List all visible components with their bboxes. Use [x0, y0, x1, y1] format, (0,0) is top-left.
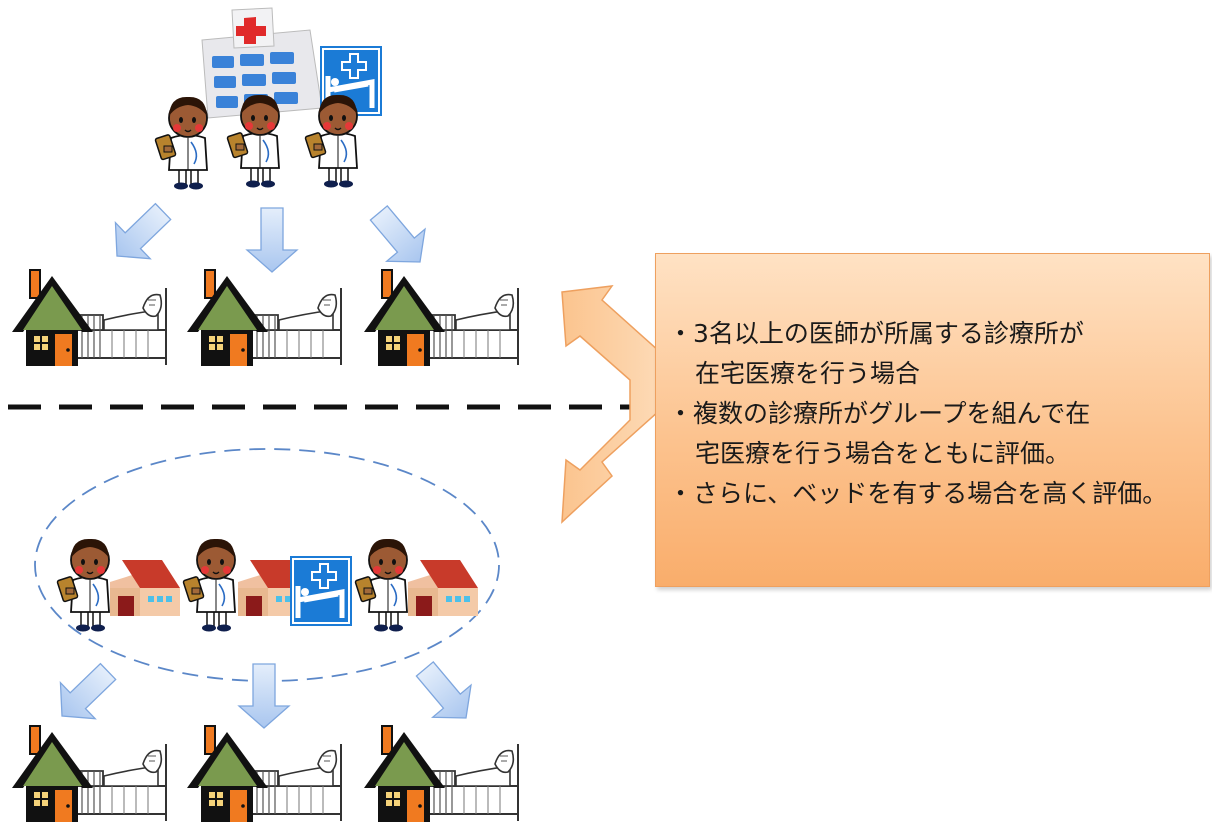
hospital-icon	[201, 7, 323, 119]
arrow-down	[246, 207, 298, 273]
callout-text: ・3名以上の医師が所属する診療所が 在宅医療を行う場合 ・複数の診療所がグループ…	[668, 314, 1208, 514]
doctor-icon	[182, 538, 236, 633]
house-with-bed-icon	[363, 269, 519, 367]
house-with-bed-icon	[363, 725, 519, 823]
bed-sign-icon	[290, 556, 352, 626]
arrow-down-left	[98, 192, 182, 275]
callout-line: 宅医療を行う場合をともに評価。	[695, 439, 1071, 468]
callout-line: 在宅医療を行う場合	[695, 359, 921, 388]
arrow-down-right	[405, 652, 486, 735]
doctor-icon	[56, 538, 110, 633]
house-with-bed-icon	[11, 269, 167, 367]
callout-line: ・複数の診療所がグループを組んで在	[668, 399, 1091, 428]
arrow-down-right	[359, 196, 440, 279]
double-arrow	[561, 285, 661, 524]
house-with-bed-icon	[186, 725, 342, 823]
clinic-icon	[110, 560, 180, 616]
callout-box	[655, 253, 1210, 587]
house-with-bed-icon	[186, 269, 342, 367]
house-with-bed-icon	[11, 725, 167, 823]
doctor-icon	[354, 538, 408, 633]
doctor-icon	[154, 96, 208, 191]
callout-line: ・さらに、ベッドを有する場合を高く評価。	[668, 479, 1168, 508]
arrow-down	[238, 663, 290, 729]
callout-line: ・3名以上の医師が所属する診療所が	[668, 319, 1084, 348]
arrow-down-left	[43, 652, 127, 735]
clinic-icon	[408, 560, 478, 616]
